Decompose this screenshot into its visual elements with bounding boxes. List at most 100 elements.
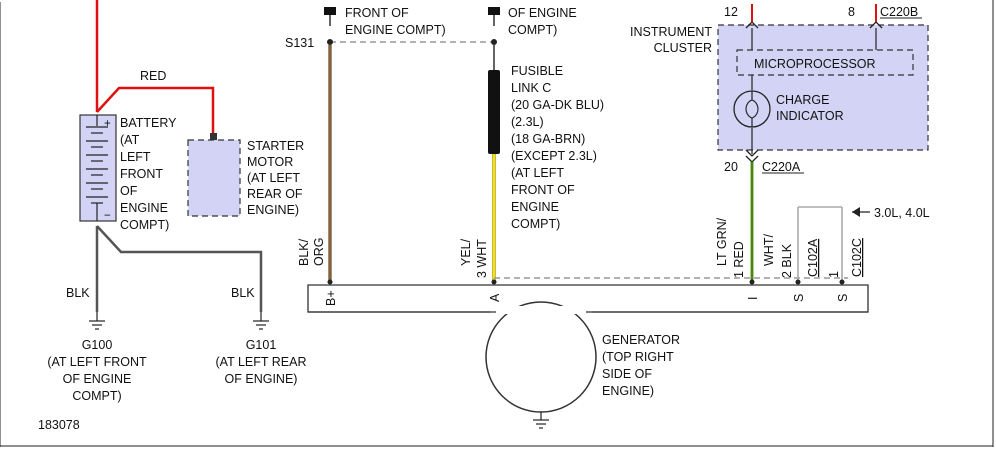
svg-text:REAR OF: REAR OF	[247, 187, 303, 201]
svg-text:GENERATOR: GENERATOR	[602, 333, 680, 347]
svg-text:INDICATOR: INDICATOR	[776, 109, 844, 123]
svg-text:BLK/: BLK/	[297, 238, 311, 266]
battery-to-starter-red-wire	[96, 86, 215, 134]
battery-cells-symbol	[86, 115, 108, 221]
svg-text:COMPT): COMPT)	[508, 23, 557, 37]
starter-motor-body	[187, 139, 241, 217]
svg-text:(EXCEPT 2.3L): (EXCEPT 2.3L)	[511, 149, 597, 163]
svg-text:OF ENGINE): OF ENGINE)	[225, 372, 298, 386]
connector-chevron-icon-20	[745, 149, 759, 157]
instrument-cluster-body	[717, 24, 929, 151]
lt-grn-red-wire-label: LT GRN/ 1 RED	[715, 217, 746, 278]
starter-motor	[187, 133, 241, 217]
generator-label: GENERATOR (TOP RIGHT SIDE OF ENGINE)	[602, 333, 680, 398]
svg-text:ORG: ORG	[312, 238, 326, 266]
top-connector-of-engine-label: OF ENGINE COMPT)	[508, 6, 577, 37]
svg-text:STARTER: STARTER	[247, 139, 304, 153]
cluster-pin-20: 20	[724, 160, 738, 174]
svg-text:FRONT OF: FRONT OF	[345, 6, 409, 20]
svg-text:G101: G101	[246, 338, 277, 352]
svg-text:INSTRUMENT: INSTRUMENT	[630, 25, 712, 39]
battery-ground-wire-g101	[96, 225, 263, 312]
generator-terminal-i: I	[746, 297, 760, 300]
fusible-link-c	[488, 70, 500, 154]
svg-text:YEL/: YEL/	[459, 238, 473, 266]
svg-text:COMPT): COMPT)	[72, 389, 121, 403]
top-connector-of-engine	[488, 7, 500, 26]
svg-text:(AT: (AT	[120, 133, 140, 147]
svg-text:MOTOR: MOTOR	[247, 155, 293, 169]
ground-symbol-icon-g101	[253, 312, 269, 330]
svg-text:FRONT: FRONT	[120, 167, 163, 181]
generator	[307, 284, 869, 413]
generator-terminal-bplus: B+	[324, 290, 338, 306]
svg-text:(20 GA-DK BLU): (20 GA-DK BLU)	[511, 98, 604, 112]
svg-text:1 RED: 1 RED	[732, 241, 746, 278]
svg-text:LEFT: LEFT	[120, 150, 151, 164]
fusible-link-label: FUSIBLE LINK C (20 GA-DK BLU) (2.3L) (18…	[511, 64, 604, 231]
figure-number: 183078	[38, 418, 80, 432]
svg-text:OF ENGINE: OF ENGINE	[508, 6, 577, 20]
svg-text:ENGINE: ENGINE	[120, 201, 168, 215]
top-connector-front	[324, 7, 336, 26]
ground-wires	[95, 225, 263, 312]
battery-label: BATTERY (AT LEFT FRONT OF ENGINE COMPT)	[120, 116, 177, 232]
svg-text:(AT LEFT FRONT: (AT LEFT FRONT	[47, 355, 147, 369]
svg-text:3 WHT: 3 WHT	[475, 239, 489, 278]
arrow-left-icon	[852, 207, 860, 217]
battery-minus-sign: −	[104, 210, 111, 222]
svg-text:SIDE OF: SIDE OF	[602, 367, 652, 381]
battery-plus-sign: +	[104, 118, 111, 130]
starter-terminal	[210, 133, 217, 140]
connector-c220b-label: C220B	[880, 5, 918, 19]
generator-terminal-a: A	[488, 293, 502, 302]
instrument-cluster: MICROPROCESSOR	[717, 21, 929, 163]
svg-text:LINK C: LINK C	[511, 81, 551, 95]
svg-text:(AT LEFT: (AT LEFT	[247, 171, 300, 185]
generator-terminal-s2: S	[836, 294, 850, 302]
svg-text:(AT LEFT REAR: (AT LEFT REAR	[216, 355, 307, 369]
generator-body	[485, 301, 597, 413]
yel-wht-wire-label: YEL/ 3 WHT	[459, 238, 489, 278]
ground-symbol-icon-generator	[533, 412, 549, 429]
svg-text:(AT LEFT: (AT LEFT	[511, 166, 564, 180]
svg-text:(2.3L): (2.3L)	[511, 115, 544, 129]
svg-text:ENGINE COMPT): ENGINE COMPT)	[345, 23, 446, 37]
connector-c102c-label: C102C	[850, 238, 864, 277]
generator-terminal-s1: S	[792, 294, 806, 302]
cluster-pin-8: 8	[848, 5, 855, 19]
connector-c102c-pin: 1	[827, 271, 841, 278]
top-connector-front-label: FRONT OF ENGINE COMPT)	[345, 6, 446, 37]
blk-wire-label-right: BLK	[231, 286, 255, 300]
svg-text:FUSIBLE: FUSIBLE	[511, 64, 563, 78]
svg-text:BATTERY: BATTERY	[120, 116, 177, 130]
wht-blk-wire-label: WHT/ 2 BLK	[762, 234, 794, 278]
blk-wire-label-left: BLK	[66, 286, 90, 300]
svg-text:OF ENGINE: OF ENGINE	[63, 372, 132, 386]
ground-symbol-icon-g100	[89, 312, 105, 330]
svg-text:LT GRN/: LT GRN/	[715, 217, 729, 266]
svg-text:(TOP RIGHT: (TOP RIGHT	[602, 350, 674, 364]
svg-text:G100: G100	[82, 338, 113, 352]
terminal-dot-s2	[839, 279, 845, 285]
terminal-dot-a	[491, 279, 497, 285]
connector-c220a-label: C220A	[762, 160, 801, 174]
svg-text:WHT/: WHT/	[762, 234, 776, 266]
g100-label: G100 (AT LEFT FRONT OF ENGINE COMPT)	[47, 338, 147, 403]
charge-indicator-label: CHARGE INDICATOR	[776, 93, 844, 123]
svg-text:OF: OF	[120, 184, 138, 198]
svg-text:COMPT): COMPT)	[511, 217, 560, 231]
splice-s131-label: S131	[285, 36, 314, 50]
red-wires	[95, 0, 215, 134]
cluster-pin-12: 12	[724, 5, 738, 19]
battery-body	[79, 114, 117, 222]
microprocessor-label: MICROPROCESSOR	[754, 57, 876, 71]
svg-text:FRONT OF: FRONT OF	[511, 183, 575, 197]
terminal-dot-i	[749, 279, 755, 285]
svg-text:COMPT): COMPT)	[120, 218, 169, 232]
svg-text:CLUSTER: CLUSTER	[654, 41, 712, 55]
terminal-dot-s1	[795, 279, 801, 285]
red-wire-label: RED	[140, 69, 166, 83]
svg-text:ENGINE: ENGINE	[511, 200, 559, 214]
